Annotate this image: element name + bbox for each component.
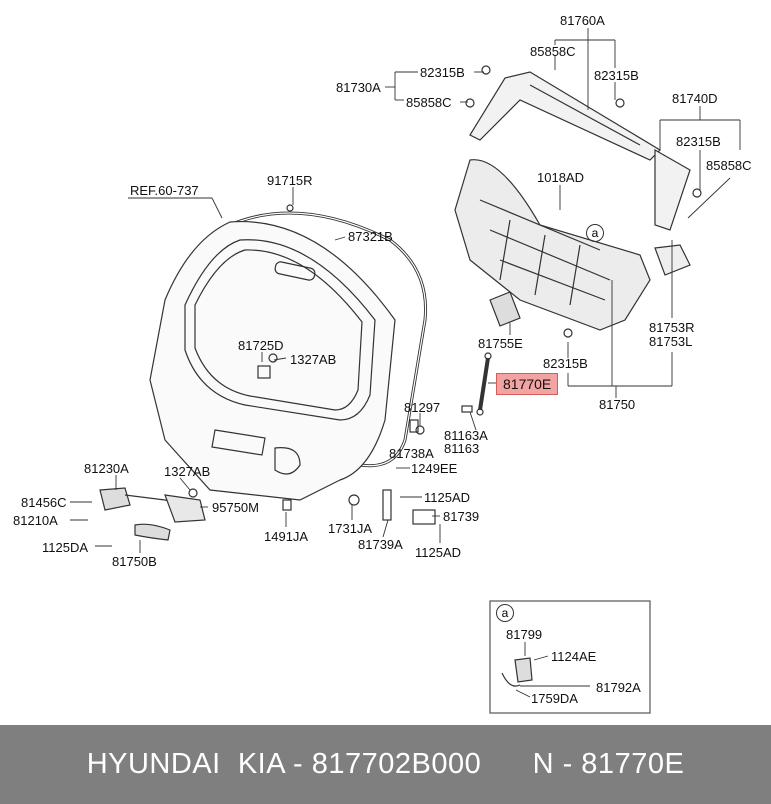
label-85858C-top: 85858C	[530, 44, 576, 59]
label-81740D: 81740D	[672, 91, 718, 106]
label-91715R: 91715R	[267, 173, 313, 188]
outside-handle	[134, 523, 171, 541]
diagram-drawing	[70, 28, 741, 714]
label-81738A: 81738A	[389, 446, 434, 461]
label-ref: REF.60-737	[130, 183, 199, 198]
label-1018AD: 1018AD	[537, 170, 584, 185]
highlighted-part-81770E: 81770E	[496, 373, 559, 395]
label-1124AE: 1124AE	[551, 649, 597, 664]
label-1759DA: 1759DA	[531, 691, 578, 706]
label-1125AD-a: 1125AD	[424, 490, 471, 505]
detail-box-a-marker: a	[496, 604, 514, 622]
inner-trim-panel	[454, 159, 651, 331]
label-1125DA: 1125DA	[42, 540, 89, 555]
label-1249EE: 1249EE	[411, 461, 458, 476]
label-81792A: 81792A	[596, 680, 641, 695]
label-1327AB-top: 1327AB	[290, 352, 337, 367]
footer-ref-number: N - 81770E	[532, 748, 685, 780]
label-85858C-left: 85858C	[406, 95, 452, 110]
detail-a-marker: a	[586, 224, 604, 242]
label-1125AD-b: 1125AD	[415, 545, 462, 560]
side-grip	[654, 244, 691, 276]
rear-window	[184, 239, 376, 421]
label-81750B: 81750B	[112, 554, 157, 569]
label-81753L: 81753L	[649, 334, 693, 349]
parts-diagram: 81760A 85858C 82315B 82315B 81730A 85858…	[13, 13, 752, 714]
label-81739A: 81739A	[358, 537, 403, 552]
label-81760A: 81760A	[560, 13, 605, 28]
gas-strut	[478, 357, 490, 411]
latch-assembly	[99, 487, 131, 511]
label-81730A: 81730A	[336, 80, 381, 95]
label-81210A: 81210A	[13, 513, 58, 528]
tailgate-panel	[149, 220, 396, 501]
label-81799: 81799	[506, 627, 543, 642]
label-1731JA: 1731JA	[328, 521, 373, 536]
leader-lines	[70, 28, 741, 553]
footer-part-number: HYUNDAI KIA - 817702B000	[86, 748, 482, 780]
label-81725D: 81725D	[238, 338, 284, 353]
label-1491JA: 1491JA	[264, 529, 309, 544]
detail-box-a	[489, 600, 651, 714]
detail-latch-part	[514, 657, 533, 683]
label-81456C: 81456C	[21, 495, 67, 510]
label-81753R: 81753R	[649, 320, 695, 335]
label-81163: 81163	[444, 441, 480, 456]
upper-trim	[469, 71, 661, 161]
label-82315B-right: 82315B	[676, 134, 721, 149]
label-95750M: 95750M	[212, 500, 259, 515]
label-82315B-mid: 82315B	[543, 356, 588, 371]
label-1327AB-low: 1327AB	[164, 464, 211, 479]
label-87321B: 87321B	[348, 229, 393, 244]
side-trim	[654, 148, 691, 231]
label-82315B-top: 82315B	[594, 68, 639, 83]
label-81297: 81297	[404, 400, 441, 415]
label-82315B-left: 82315B	[420, 65, 465, 80]
label-81750: 81750	[599, 397, 636, 412]
label-85858C-right: 85858C	[706, 158, 752, 173]
label-81755E: 81755E	[478, 336, 523, 351]
footer-bar: HYUNDAI KIA - 817702B000 N - 81770E	[0, 725, 771, 804]
label-81163A: 81163A	[444, 428, 488, 443]
handle-cover	[489, 291, 521, 327]
label-81230A: 81230A	[84, 461, 129, 476]
label-81739: 81739	[443, 509, 480, 524]
